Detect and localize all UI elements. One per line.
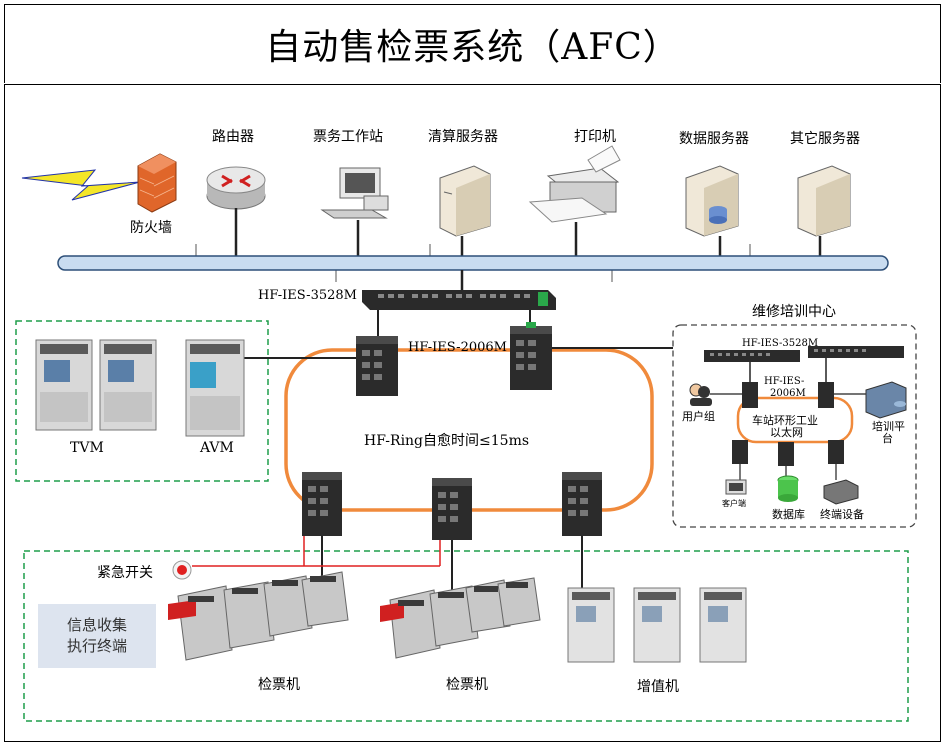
ring-switch-label: HF-IES-2006M (408, 340, 507, 355)
training-platform-line1: 培训平 (872, 420, 905, 433)
training-switch-2006-line1: HF-IES- (764, 376, 805, 387)
tvm-zone (15, 320, 269, 482)
training-switch-3528-label: HF-IES-3528M (742, 338, 819, 349)
info-line-2: 执行终端 (66, 637, 127, 655)
database-icon (777, 475, 799, 502)
training-ring-line2: 以太网 (770, 426, 803, 439)
firewall-label: 防火墙 (130, 220, 172, 236)
backbone-bus (57, 255, 889, 271)
client-icon (725, 479, 747, 495)
clearing-server-icon (439, 165, 491, 237)
database-label: 数据库 (772, 508, 805, 521)
terminal-device-icon (823, 479, 859, 505)
tvm-label: TVM (70, 440, 104, 456)
training-ring-switch-tl-icon (742, 382, 758, 408)
firewall-icon (137, 153, 177, 213)
router-label: 路由器 (212, 129, 254, 145)
training-ring-line1: 车站环形工业 (752, 414, 818, 427)
lightning-icon (21, 169, 141, 201)
diagram-frame (4, 84, 941, 742)
training-center-title: 维修培训中心 (752, 304, 836, 320)
training-ring-switch-tr-icon (818, 382, 834, 408)
main-switch-label: HF-IES-3528M (258, 288, 357, 303)
clearing-server-label: 清算服务器 (428, 129, 498, 145)
value-adder-label: 增值机 (637, 679, 679, 695)
router-icon (206, 166, 266, 210)
value-adder-2-icon (633, 587, 681, 663)
other-server-icon (797, 165, 851, 237)
gate-group-1-label: 检票机 (258, 677, 300, 693)
other-server-label: 其它服务器 (790, 131, 860, 147)
info-line-1: 信息收集 (66, 616, 127, 634)
value-adder-3-icon (699, 587, 747, 663)
training-switch-left-icon (704, 350, 800, 362)
workstation-icon (320, 167, 389, 219)
emergency-switch-label: 紧急开关 (97, 565, 153, 581)
user-group-icon (689, 383, 712, 406)
bus-ticks (195, 244, 751, 282)
avm-label: AVM (200, 440, 234, 456)
terminal-zone (23, 550, 909, 722)
ring-switch-top-right-icon (510, 322, 552, 390)
ring-switch-bottom-mid-icon (432, 478, 472, 540)
data-server-label: 数据服务器 (679, 131, 749, 147)
client-label: 客户端 (722, 499, 746, 508)
training-ring (736, 396, 854, 444)
tvm-machine-2-icon (99, 339, 157, 431)
ring-note: HF-Ring自愈时间≤15ms (364, 433, 530, 449)
page-title: 自动售检票系统（AFC） (4, 4, 941, 83)
training-switch-right-icon (808, 346, 904, 358)
ring-switch-bottom-right-icon (562, 472, 602, 536)
avm-machine-icon (185, 339, 245, 437)
value-adder-1-icon (567, 587, 615, 663)
training-platform-icon (865, 381, 907, 419)
gate-group-1-icon (168, 571, 349, 661)
gate-group-2-label: 检票机 (446, 677, 488, 693)
printer-icon (528, 145, 621, 223)
training-ring-switch-br-icon (828, 440, 844, 464)
main-switch-icon (362, 290, 556, 310)
terminal-device-label: 终端设备 (820, 508, 864, 521)
printer-label: 打印机 (574, 129, 616, 145)
user-group-label: 用户组 (682, 410, 715, 423)
emergency-switch-icon (172, 560, 192, 580)
data-server-icon (685, 165, 739, 237)
training-switch-2006-line2: 2006M (770, 388, 806, 399)
training-ring-switch-bl-icon (732, 440, 748, 464)
info-terminal-box: 信息收集 执行终端 (38, 604, 156, 668)
ticket-workstation-label: 票务工作站 (313, 129, 383, 145)
training-ring-switch-bm-icon (778, 442, 794, 466)
bus-drops (234, 208, 822, 258)
training-zone (672, 324, 917, 528)
ring-switch-top-left-icon (356, 336, 398, 396)
gate-group-2-icon (380, 577, 541, 659)
training-platform-line2: 台 (882, 432, 893, 445)
ring-switch-bottom-left-icon (302, 472, 342, 536)
tvm-machine-1-icon (35, 339, 93, 431)
